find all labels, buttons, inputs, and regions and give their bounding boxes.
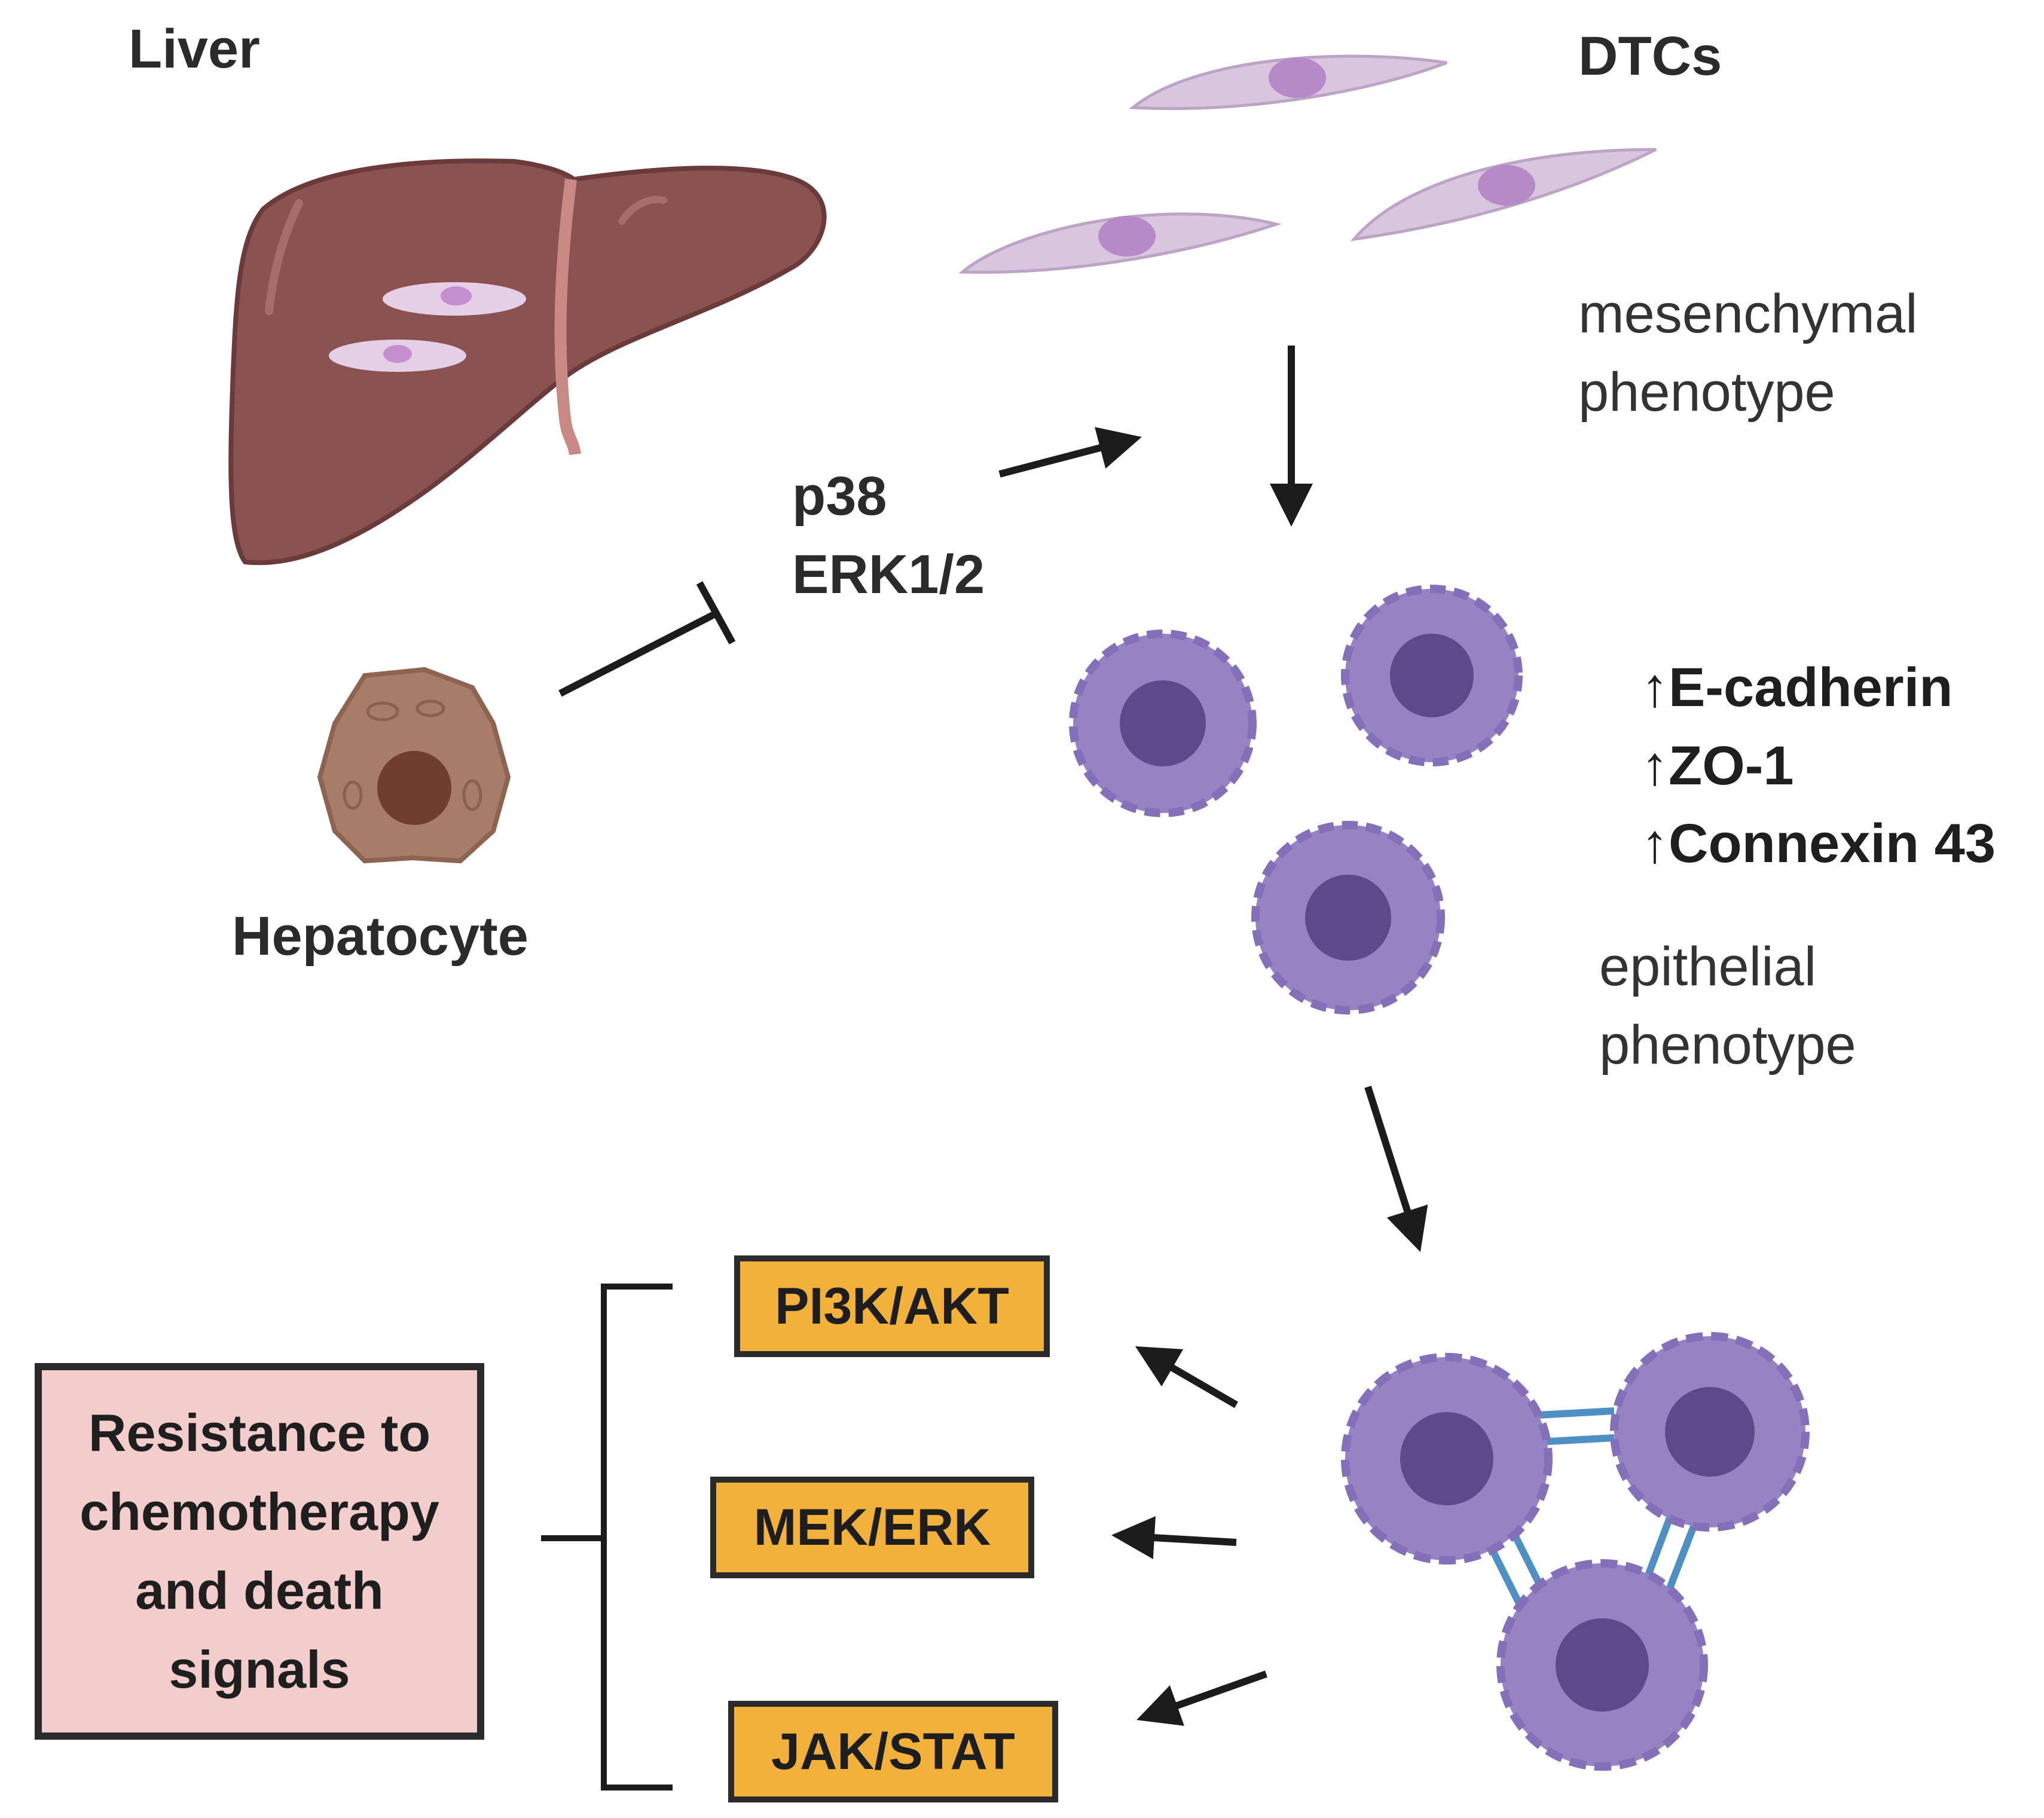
mesenchymal-line-2: phenotype xyxy=(1578,361,1835,423)
arrow-kinase-to-dtc xyxy=(998,427,1142,478)
epithelial-phenotype-label: epithelial phenotype xyxy=(1599,928,1856,1084)
marker-list: ↑E-cadherin ↑ZO-1 ↑Connexin 43 xyxy=(1641,649,1996,883)
pathway-bracket xyxy=(541,1284,673,1790)
pathway-box-mek-erk: MEK/ERK xyxy=(710,1477,1034,1578)
inhibition-bar xyxy=(696,581,736,644)
up-arrow-icon: ↑ xyxy=(1641,735,1669,796)
mesenchymal-line-1: mesenchymal xyxy=(1578,283,1918,344)
arrows xyxy=(558,346,1428,1726)
epithelial-line-2: phenotype xyxy=(1599,1014,1856,1075)
marker-item: ↑Connexin 43 xyxy=(1641,805,1996,883)
pathway-box-pi3k-akt: PI3K/AKT xyxy=(734,1255,1050,1357)
outcome-line-2: chemotherapy xyxy=(80,1482,439,1541)
marker-name: E-cadherin xyxy=(1669,657,1953,718)
epithelial-cell-3 xyxy=(1251,821,1445,1015)
outcome-line-1: Resistance to xyxy=(88,1403,431,1462)
hepatocyte-illustration xyxy=(317,667,511,864)
mesenchymal-phenotype-label: mesenchymal phenotype xyxy=(1578,275,1918,431)
marker-name: ZO-1 xyxy=(1669,735,1794,796)
kinase-erk12: ERK1/2 xyxy=(792,543,985,605)
marker-name: Connexin 43 xyxy=(1669,813,1996,875)
up-arrow-icon: ↑ xyxy=(1641,813,1669,875)
arrow-to-mek xyxy=(1111,1516,1237,1560)
up-arrow-icon: ↑ xyxy=(1641,657,1669,718)
outcome-line-3: and death xyxy=(135,1561,384,1620)
marker-item: ↑E-cadherin xyxy=(1641,649,1996,727)
epithelial-cells xyxy=(1069,585,1523,1015)
arrow-to-jak xyxy=(1136,1670,1268,1726)
arrow-to-pi3k xyxy=(1135,1346,1239,1408)
liver-label: Liver xyxy=(129,19,260,80)
inhibition-line xyxy=(558,609,719,697)
dtc-mesenchymal-cells xyxy=(958,54,1657,274)
marker-item: ↑ZO-1 xyxy=(1641,727,1996,805)
dtcs-label: DTCs xyxy=(1578,26,1722,87)
arrow-epithelial-to-cluster xyxy=(1364,1086,1428,1252)
pathway-box-jak-stat: JAK/STAT xyxy=(728,1701,1058,1802)
kinase-label: p38 ERK1/2 xyxy=(792,457,985,613)
epithelial-cell-1 xyxy=(1069,630,1257,817)
epithelial-line-1: epithelial xyxy=(1599,936,1817,997)
liver-illustration xyxy=(228,158,827,566)
resistance-outcome-box: Resistance to chemotherapy and death sig… xyxy=(35,1363,484,1740)
kinase-p38: p38 xyxy=(792,466,887,527)
hepatocyte-label: Hepatocyte xyxy=(232,906,528,967)
junction-cell-cluster xyxy=(1341,1332,1810,1771)
outcome-line-4: signals xyxy=(169,1640,350,1699)
epithelial-cell-2 xyxy=(1341,585,1523,766)
